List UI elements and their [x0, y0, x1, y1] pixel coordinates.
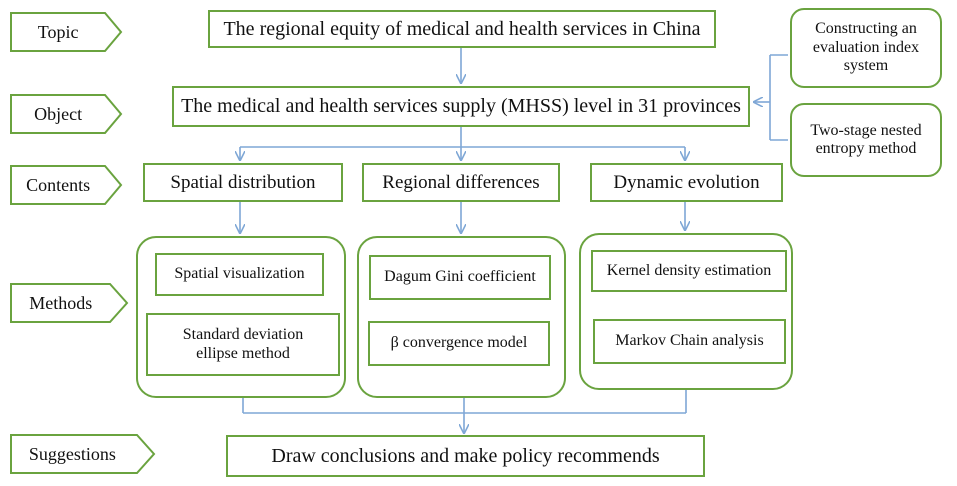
index-system-box: Constructing an evaluation index system: [790, 8, 942, 88]
standard-deviation-ellipse-box: Standard deviation ellipse method: [146, 313, 340, 376]
object-box: The medical and health services supply (…: [172, 86, 750, 127]
row-label-methods: Methods: [10, 283, 129, 323]
topic-box: The regional equity of medical and healt…: [208, 10, 716, 48]
dynamic-evolution-box: Dynamic evolution: [590, 163, 783, 202]
beta-convergence-box: β convergence model: [368, 321, 550, 366]
regional-differences-box: Regional differences: [362, 163, 560, 202]
kernel-density-box: Kernel density estimation: [591, 250, 787, 292]
markov-chain-box: Markov Chain analysis: [593, 319, 786, 364]
row-label-contents: Contents: [10, 165, 123, 205]
spatial-visualization-box: Spatial visualization: [155, 253, 324, 296]
spatial-distribution-box: Spatial distribution: [143, 163, 343, 202]
dagum-gini-box: Dagum Gini coefficient: [369, 255, 551, 300]
row-label-suggestions: Suggestions: [10, 434, 156, 474]
suggestion-box: Draw conclusions and make policy recomme…: [226, 435, 705, 477]
entropy-box: Two-stage nested entropy method: [790, 103, 942, 177]
row-label-topic: Topic: [10, 12, 123, 52]
row-label-object: Object: [10, 94, 123, 134]
